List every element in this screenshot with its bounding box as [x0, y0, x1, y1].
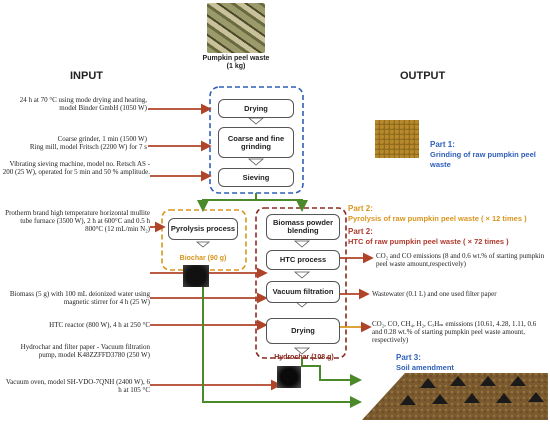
pumpkin-peel-photo	[207, 3, 265, 53]
output-htc: CO₂ and CO emissions (8 and 0.6 wt.% of …	[376, 252, 545, 268]
input-vacuum: Hydrochar and filter paper - Vacuum filt…	[20, 343, 150, 359]
biochar-label: Biochar (90 g)	[179, 255, 227, 262]
input-drying: 24 h at 70 °C using mode drying and heat…	[19, 96, 147, 112]
part2a-text: Pyrolysis of raw pumpkin peel waste ( × …	[348, 214, 527, 223]
pyrolysis-box: Pyrolysis process	[168, 218, 238, 240]
drying2-box: Drying	[266, 318, 340, 344]
input-biomass: Biomass (5 g) with 100 mL deionized wate…	[9, 290, 150, 306]
part3-title: Part 3:	[396, 353, 421, 362]
output-drying: CO₂, CO, CH₄, H₂, CₓHₘ emissions (10.61,…	[372, 320, 537, 344]
part1-text: Grinding of raw pumpkin peel waste	[430, 150, 536, 169]
part2b-title: Part 2:	[348, 227, 373, 236]
blending-box: Biomass powder blending	[266, 214, 340, 240]
input-oven: Vacuum oven, model SH-VDO-7QNH (2400 W),…	[5, 378, 150, 394]
output-wastewater: Wastewater (0.1 L) and one used filter p…	[372, 290, 497, 298]
part2a-title: Part 2:	[348, 204, 373, 213]
top-weight: (1 kg)	[226, 63, 246, 70]
top-label: Pumpkin peel waste	[202, 55, 270, 62]
input-coarse: Coarse grinder, 1 min (1500 W)	[57, 135, 147, 143]
output-header: OUTPUT	[400, 70, 446, 82]
sieving-box: Sieving	[218, 168, 294, 187]
htc-box: HTC process	[266, 250, 340, 270]
input-htc: HTC reactor (800 W), 4 h at 250 °C	[49, 321, 150, 329]
hydrochar-label: Hydrochar (108 g)	[274, 354, 334, 361]
drying-box: Drying	[218, 99, 294, 118]
input-ring: Ring mill, model Fritsch (2200 W) for 7 …	[29, 143, 147, 151]
part2b-text: HTC of raw pumpkin peel waste ( × 72 tim…	[348, 237, 509, 246]
biochar-photo	[183, 265, 209, 287]
ground-powder-photo	[375, 120, 419, 158]
input-sieving: Vibrating sieving machine, model no. Ret…	[2, 160, 150, 176]
input-header: INPUT	[70, 70, 103, 82]
hydrochar-photo	[277, 366, 301, 388]
grinding-box: Coarse and fine grinding	[218, 127, 294, 158]
vacuum-box: Vacuum filtration	[266, 281, 340, 303]
part1-title: Part 1:	[430, 140, 455, 149]
input-furnace: Protherm brand high temperature horizont…	[5, 209, 150, 233]
part3-text: Soil amendment	[396, 363, 454, 372]
